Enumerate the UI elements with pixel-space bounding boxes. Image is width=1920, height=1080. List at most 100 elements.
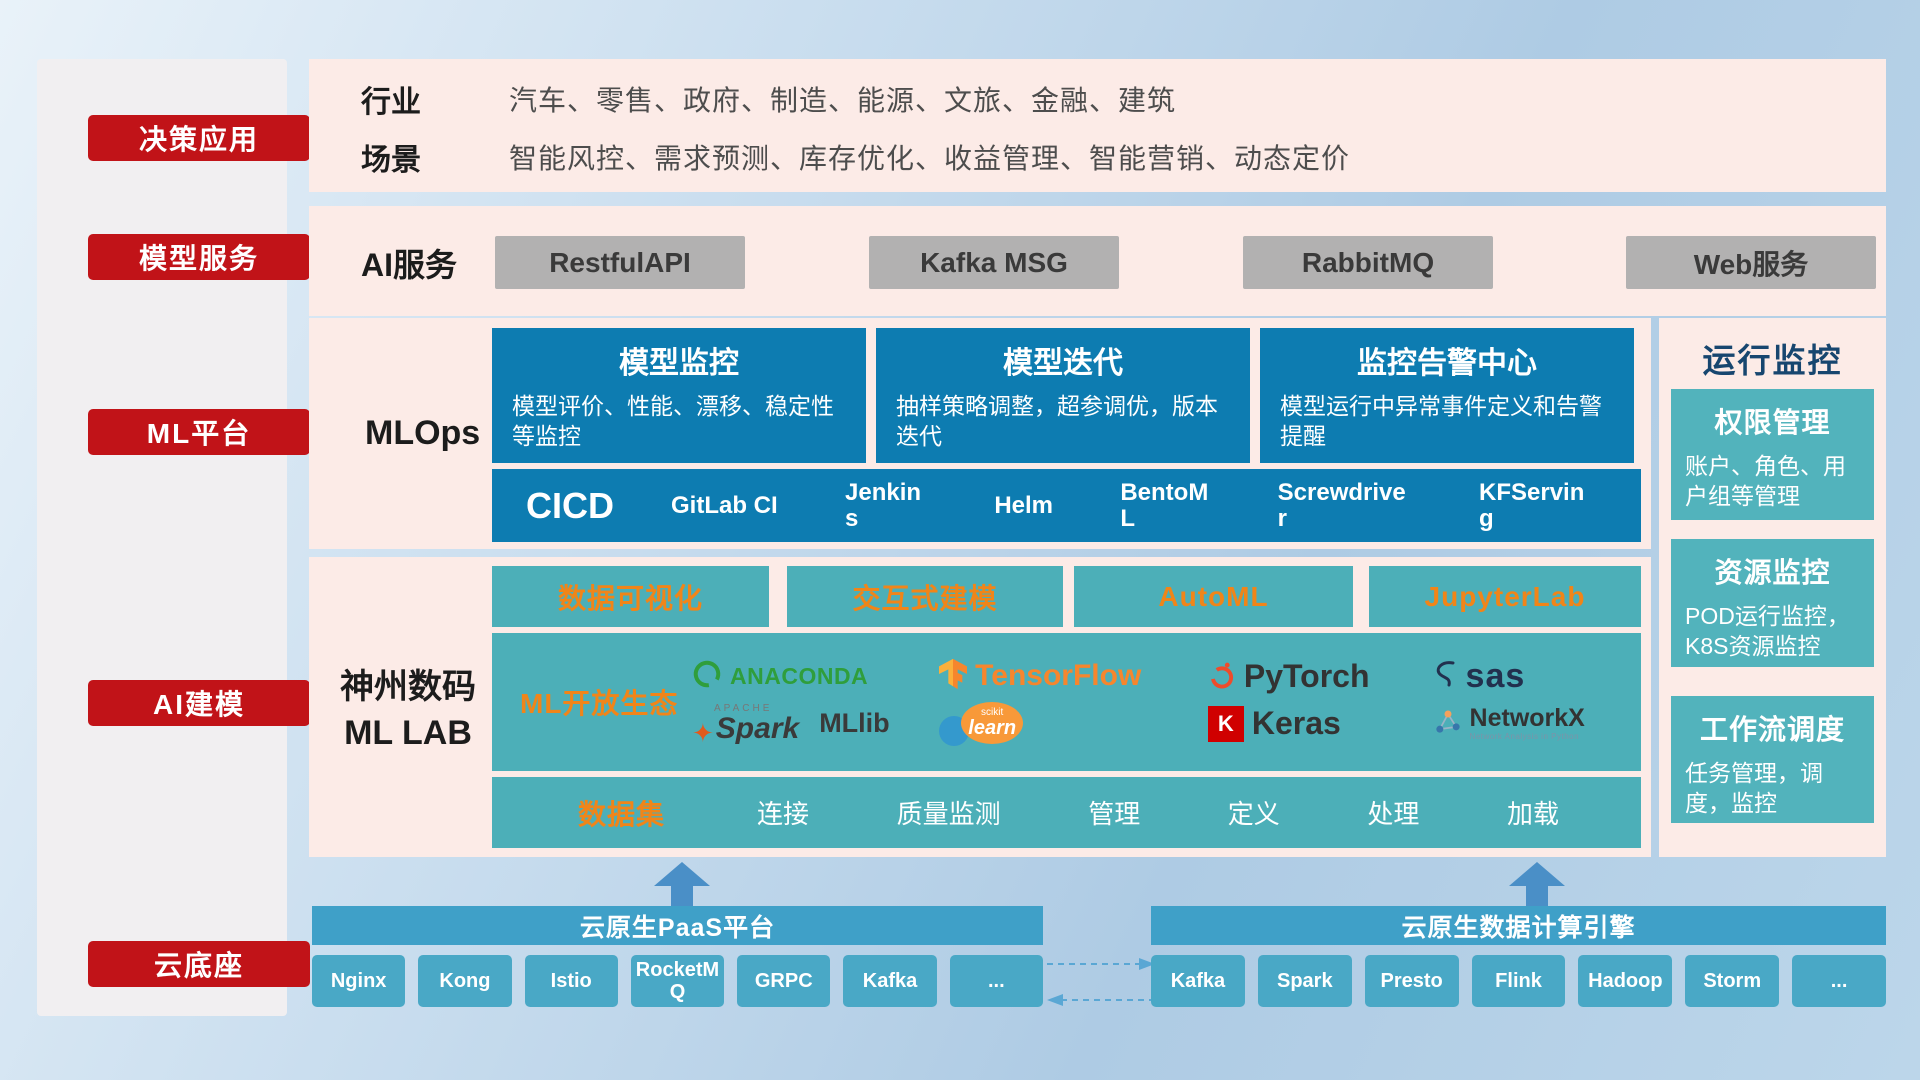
- left-sidebar: 决策应用 模型服务 ML平台 AI建模 云底座: [37, 59, 310, 1016]
- anaconda-logo: ANACONDA: [692, 659, 868, 694]
- chip-storm: Storm: [1685, 955, 1780, 1007]
- scikit-learn-icon: scikit learn: [939, 700, 1024, 748]
- card-desc: 模型评价、性能、漂移、稳定性等监控: [512, 393, 834, 450]
- chip-flink: Flink: [1471, 955, 1566, 1007]
- chip-presto: Presto: [1364, 955, 1459, 1007]
- spark-star-icon: ✦: [692, 717, 714, 748]
- monitor-title: 运行监控: [1702, 342, 1843, 379]
- up-arrow-stem: [671, 885, 693, 906]
- card-title: 模型迭代: [1003, 347, 1123, 380]
- card-title: 权限管理: [1714, 407, 1831, 438]
- sas-label: sas: [1465, 656, 1526, 695]
- sidebar-item-decision-apps: 决策应用: [88, 115, 310, 161]
- card-desc: 抽样策略调整，超参调优，版本迭代: [896, 393, 1218, 450]
- card-title: 工作流调度: [1699, 714, 1845, 745]
- dataset-item-process: 处理: [1367, 799, 1420, 829]
- anaconda-label: ANACONDA: [730, 662, 869, 689]
- engine-chips: Kafka Spark Presto Flink Hadoop Storm ..…: [1151, 955, 1887, 1007]
- networkx-label: NetworkX: [1469, 704, 1585, 733]
- pytorch-icon: [1208, 658, 1236, 695]
- cicd-item-helm: Helm: [994, 491, 1054, 519]
- dataset-bar: 数据集 连接 质量监测 管理 定义 处理 加载: [492, 777, 1641, 848]
- mlops-label: MLOps: [365, 414, 481, 452]
- ai-service-band: AI服务 RestfulAPI Kafka MSG RabbitMQ Web服务: [309, 206, 1886, 316]
- chip-istio: Istio: [524, 955, 618, 1007]
- pytorch-logo: PyTorch: [1208, 658, 1370, 695]
- spark-label: Spark: [715, 711, 800, 745]
- networkx-subtitle: Network Analysis in Python: [1469, 731, 1580, 741]
- permission-mgmt-card: 权限管理 账户、角色、用户组等管理: [1671, 389, 1874, 520]
- anaconda-icon: [692, 659, 722, 694]
- mllab-band: 神州数码 ML LAB 数据可视化 交互式建模 AutoML JupyterLa…: [309, 557, 1651, 857]
- ecosystem-label: ML开放生态: [520, 688, 679, 719]
- dataset-item-load: 加载: [1506, 799, 1559, 829]
- automl-box: AutoML: [1074, 566, 1353, 627]
- apache-label: APACHE: [714, 702, 773, 714]
- pytorch-label: PyTorch: [1243, 657, 1370, 694]
- sidebar-item-ml-platform: ML平台: [88, 409, 310, 455]
- keras-logo: K Keras: [1207, 705, 1341, 742]
- chip-more: ...: [1792, 955, 1887, 1007]
- cicd-label: CICD: [526, 484, 614, 526]
- scenario-text: 智能风控、需求预测、库存优化、收益管理、智能营销、动态定价: [509, 143, 1351, 174]
- chip-grpc: GRPC: [737, 955, 831, 1007]
- tensorflow-logo: TensorFlow: [939, 658, 1141, 695]
- cicd-item-bentoml: BentoML: [1120, 478, 1209, 532]
- dataset-item-quality: 质量监测: [896, 799, 1001, 829]
- interactive-modeling-box: 交互式建模: [787, 566, 1063, 627]
- scikit-learn-label: learn: [968, 716, 1017, 739]
- card-desc: 任务管理，调度，监控: [1685, 760, 1823, 817]
- scenario-label: 场景: [361, 144, 421, 177]
- chip-nginx: Nginx: [312, 955, 406, 1007]
- ml-open-ecosystem-panel: ML开放生态 ANACONDA TensorFlow PyTorch sa: [492, 633, 1641, 771]
- chip-kafka: Kafka: [1151, 955, 1245, 1007]
- cicd-bar: CICD GitLab CI Jenkins Helm BentoML Scre…: [492, 469, 1641, 542]
- tensorflow-icon: [939, 658, 968, 695]
- dataset-item-connect: 连接: [757, 799, 810, 829]
- up-arrow-stem: [1526, 885, 1548, 906]
- kafka-msg-box: Kafka MSG: [869, 236, 1119, 289]
- up-arrow-icon: [1509, 862, 1565, 886]
- dashed-link-arrows-icon: [1047, 958, 1155, 1006]
- mlops-band: MLOps 模型监控 模型评价、性能、漂移、稳定性等监控 模型迭代 抽样策略调整…: [309, 318, 1651, 549]
- card-title: 资源监控: [1714, 557, 1831, 588]
- ai-service-label: AI服务: [361, 247, 458, 283]
- card-title: 模型监控: [619, 347, 739, 380]
- dataset-item-manage: 管理: [1088, 799, 1141, 829]
- scikit-learn-logo: scikit learn: [939, 700, 1024, 748]
- dataset-label: 数据集: [578, 798, 666, 830]
- card-desc: 账户、角色、用户组等管理: [1685, 453, 1846, 510]
- tensorflow-label: TensorFlow: [975, 659, 1142, 692]
- dataset-item-define: 定义: [1227, 799, 1280, 829]
- paas-bar: 云原生PaaS平台: [312, 906, 1043, 945]
- data-visualization-box: 数据可视化: [492, 566, 769, 627]
- model-monitoring-card: 模型监控 模型评价、性能、漂移、稳定性等监控: [492, 328, 866, 463]
- sidebar-item-ai-modeling: AI建模: [88, 680, 310, 726]
- chip-kafka: Kafka: [843, 955, 937, 1007]
- networkx-logo: NetworkX Network Analysis in Python: [1434, 705, 1585, 741]
- card-title: 监控告警中心: [1357, 347, 1537, 380]
- chip-more: ...: [949, 955, 1043, 1007]
- sas-logo: sas: [1434, 657, 1526, 696]
- runtime-monitor-panel: 运行监控 权限管理 账户、角色、用户组等管理 资源监控 POD运行监控，K8S资…: [1659, 318, 1886, 857]
- rabbitmq-box: RabbitMQ: [1243, 236, 1493, 289]
- paas-chips: Nginx Kong Istio RocketMQ GRPC Kafka ...: [312, 955, 1043, 1007]
- alert-center-card: 监控告警中心 模型运行中异常事件定义和告警提醒: [1260, 328, 1634, 463]
- mllab-label-line1: 神州数码: [340, 668, 476, 706]
- chip-spark: Spark: [1257, 955, 1352, 1007]
- sas-icon: [1434, 659, 1458, 694]
- cicd-item-screwdriver: Screwdriver: [1277, 478, 1406, 532]
- mllab-label: 神州数码 ML LAB: [323, 665, 493, 757]
- chip-hadoop: Hadoop: [1578, 955, 1673, 1007]
- cicd-item-gitlab: GitLab CI: [671, 491, 778, 519]
- card-desc: POD运行监控，K8S资源监控: [1685, 603, 1850, 660]
- workflow-scheduler-card: 工作流调度 任务管理，调度，监控: [1671, 696, 1874, 823]
- model-iteration-card: 模型迭代 抽样策略调整，超参调优，版本迭代: [876, 328, 1250, 463]
- mllib-label: MLlib: [819, 708, 890, 738]
- cicd-item-kfserving: KFServing: [1479, 478, 1585, 532]
- engine-bar: 云原生数据计算引擎: [1151, 906, 1886, 945]
- spark-mllib-logo: APACHE ✦ Spark MLlib: [692, 702, 890, 748]
- scikit-small-label: scikit: [981, 706, 1004, 718]
- web-service-box: Web服务: [1626, 236, 1876, 289]
